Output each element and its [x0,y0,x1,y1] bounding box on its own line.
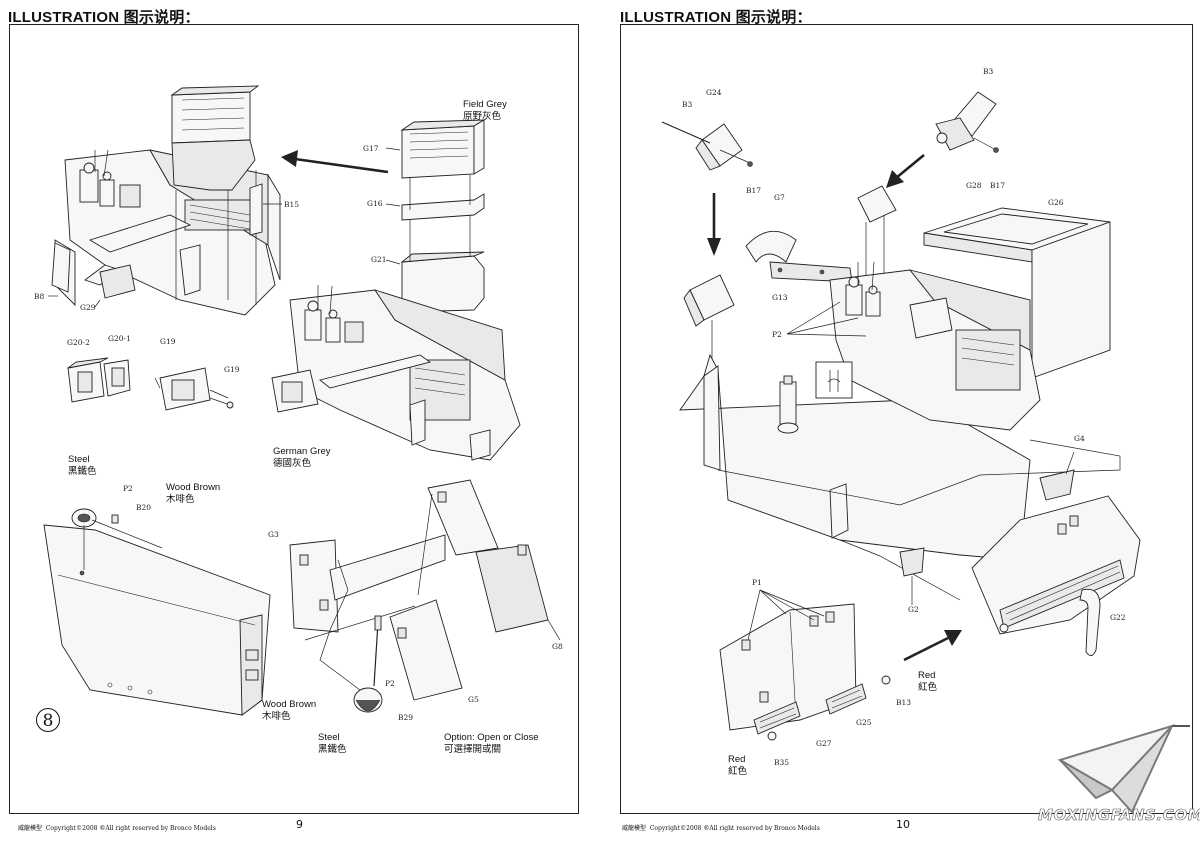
label-b8: B8 [34,292,45,301]
option-open-close: Option: Open or Close [444,732,539,743]
illustration-frame-right [620,24,1193,814]
part-g2-step [899,547,925,577]
label-g25: G25 [856,718,872,727]
page-right: ILLUSTRATION 图示说明： [600,0,1200,848]
label-p2b: P2 [385,679,395,688]
color-red-1-zh: 紅色 [918,681,938,693]
paper-plane-logo [1057,723,1190,814]
color-field-grey: Field Grey [463,99,507,110]
ammo-box-upper [170,85,260,305]
color-wood-brown-2-zh: 木啡色 [262,710,291,722]
part-b8-plate [51,242,71,293]
label-g16: G16 [367,199,383,208]
footer-copyright-left: Copyright©2008 ®All right reserved by Br… [45,825,216,832]
label-g17: G17 [363,144,379,153]
direction-arrow-right [903,630,962,662]
label-g28: G28 [966,181,982,190]
side-armor-plate-left [43,508,271,716]
color-red-1: Red [918,670,935,681]
ammo-rack-exploded [385,119,486,313]
side-armor-plate-right [971,495,1141,656]
label-p1: P1 [752,578,762,587]
footer-brand-right: 威龍模型 [622,825,647,832]
label-b17a: B17 [746,186,761,195]
label-g26: G26 [1048,198,1064,207]
color-steel-1-zh: 黑鐵色 [68,465,97,477]
color-field-grey-zh: 原野灰色 [463,110,502,122]
label-g4: G4 [1074,434,1085,443]
part-g24-placed [683,274,735,440]
label-b3a: B3 [682,100,693,109]
option-open-close-zh: 可選擇開或關 [444,743,501,755]
page-number-right: 10 [896,818,910,831]
label-g24: G24 [706,88,722,97]
part-b15-plate [249,183,263,236]
color-steel-1: Steel [68,454,90,465]
color-german-grey-zh: 德國灰色 [273,457,312,469]
footer-left: 威龍模型 Copyright©2008 ®All right reserved … [18,823,216,832]
color-red-2: Red [728,754,745,765]
label-p2: P2 [772,330,782,339]
label-g21: G21 [371,255,387,264]
label-g29: G29 [80,303,96,312]
assembly-diagram-right: B3 G24 B17 B3 G28 B17 G7 G26 G13 P2 G4 G… [661,67,1141,777]
label-g19a: G19 [160,337,176,346]
label-b17b: B17 [990,181,1005,190]
page-number-left: 9 [296,818,303,831]
compartment-interior-upper [54,149,281,316]
label-g27: G27 [816,739,832,748]
small-parts-g20-g19 [67,357,234,411]
door-assembly-lower [719,589,891,741]
color-wood-brown-1: Wood Brown [166,482,220,493]
label-g7: G7 [774,193,785,202]
footer-right: 威龍模型 Copyright©2008 ®All right reserved … [622,823,820,832]
step-number-badge: 8 [36,708,60,732]
shovel-tool [353,615,383,713]
label-b29: B29 [398,713,413,722]
compartment-interior-right [679,261,1121,601]
label-g2: G2 [908,605,919,614]
color-red-2-zh: 紅色 [728,765,748,777]
label-b20: B20 [136,503,151,512]
illustration-heading-right: ILLUSTRATION 图示说明： [620,9,812,26]
footer-copyright-right: Copyright©2008 ®All right reserved by Br… [649,825,820,832]
page-left: ILLUSTRATION 图示说明： [8,9,579,832]
label-g20-1: G20-1 [108,334,131,343]
part-g28-bracket [935,91,999,153]
label-g5: G5 [468,695,479,704]
color-steel-2-zh: 黑鐵色 [318,743,347,755]
watermark-text: MOXINGFANS.COM [1038,806,1200,825]
compartment-interior-middle [271,285,521,461]
direction-arrow-diagonal [886,153,925,188]
label-g3: G3 [268,530,279,539]
label-g19b: G19 [224,365,240,374]
part-g7-g13 [745,185,897,380]
part-g24-bracket [661,121,753,171]
label-g13: G13 [772,293,788,302]
fuel-can-part [777,361,853,434]
color-wood-brown-1-zh: 木啡色 [166,493,195,505]
part-g26-roof [923,207,1111,379]
label-g22: G22 [1110,613,1126,622]
direction-arrow-down [707,193,721,256]
color-wood-brown-2: Wood Brown [262,699,316,710]
label-b35: B35 [774,758,789,767]
rear-doors-assembly [289,479,561,701]
footer-brand-left: 威龍模型 [18,825,43,832]
label-p2a: P2 [123,484,133,493]
label-b15: B15 [284,200,299,209]
direction-arrow [281,150,389,174]
label-b3b: B3 [983,67,994,76]
part-g4-step [1039,469,1075,501]
label-g20-2: G20-2 [67,338,90,347]
label-g8: G8 [552,642,563,651]
color-steel-2: Steel [318,732,340,743]
label-b13: B13 [896,698,911,707]
part-g29-box [99,264,136,299]
color-german-grey: German Grey [273,446,331,457]
assembly-diagram-left: G17 G16 G21 B15 B8 G29 G20-2 G20-1 G19 G… [34,85,563,755]
illustration-heading: ILLUSTRATION 图示说明： [8,9,200,26]
illustration-frame [9,24,579,814]
